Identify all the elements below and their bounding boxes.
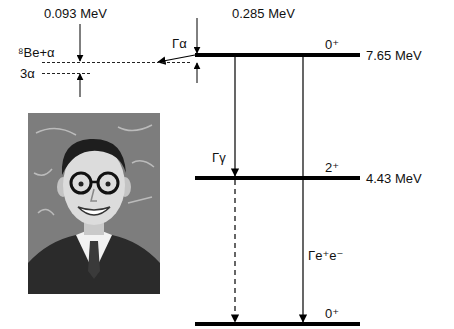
dimension-arrow xyxy=(80,74,81,97)
level-label: ⁸Be+α xyxy=(18,45,55,60)
eye xyxy=(79,182,84,187)
width-label: Γe⁺e⁻ xyxy=(308,248,343,263)
transition-arrow xyxy=(234,57,235,176)
smile xyxy=(78,207,110,215)
tie xyxy=(88,241,100,279)
dimension-arrow xyxy=(197,63,198,83)
dimension-arrow xyxy=(197,18,198,53)
transition-arrow xyxy=(234,180,235,322)
threshold-level: ⁸Be+α xyxy=(42,62,190,63)
photo-background xyxy=(28,113,160,294)
dimension-arrow xyxy=(80,24,81,61)
hair xyxy=(62,139,126,175)
glasses xyxy=(71,173,91,193)
energy-level: 0⁺ xyxy=(195,322,360,326)
transition-arrow xyxy=(158,55,195,62)
energy-gap-label: 0.093 MeV xyxy=(44,6,107,21)
energy-level: 0⁺7.65 MeV xyxy=(195,53,360,57)
level-label: 3α xyxy=(20,66,35,81)
nose xyxy=(91,189,97,201)
suit xyxy=(28,235,160,294)
energy-value: 7.65 MeV xyxy=(366,48,422,63)
width-label: Γα xyxy=(172,36,187,51)
energy-level: 2⁺4.43 MeV xyxy=(195,176,360,180)
eye xyxy=(106,182,111,187)
portrait-photo xyxy=(28,113,160,294)
width-label: Γγ xyxy=(212,150,226,165)
level-label: 0⁺ xyxy=(325,37,339,52)
transition-arrow xyxy=(302,57,303,322)
energy-value: 4.43 MeV xyxy=(366,171,422,186)
level-label: 2⁺ xyxy=(325,160,339,175)
glasses xyxy=(98,173,118,193)
level-label: 0⁺ xyxy=(325,306,339,321)
threshold-level: 3α xyxy=(42,73,90,74)
energy-gap-label: 0.285 MeV xyxy=(232,6,295,21)
glasses-bridge xyxy=(91,181,98,184)
